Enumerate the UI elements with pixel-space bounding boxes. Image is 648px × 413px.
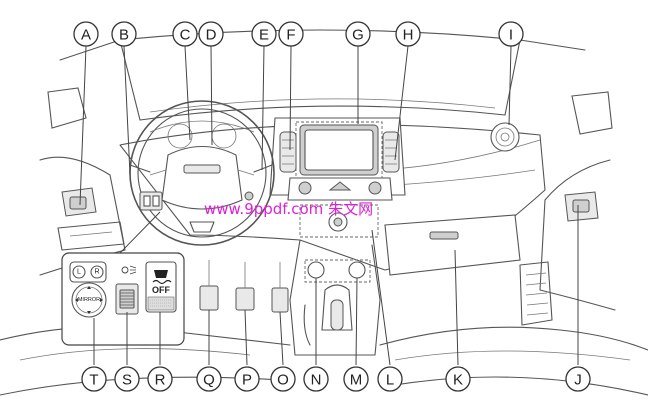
callout-b: B [111,21,137,47]
svg-text:C: C [180,27,191,44]
svg-text:A: A [81,27,91,44]
callout-i: I [498,21,524,47]
esp-off-icon: OFF [145,261,177,313]
svg-text:F: F [286,27,295,44]
callout-p: P [234,366,260,392]
mirror-switch-icon: L R MIRROR [69,261,107,318]
mirror-left-label: L [77,269,81,276]
svg-text:H: H [403,27,414,44]
callout-n: N [303,366,329,392]
callout-q: Q [196,366,222,392]
switch-inset: L R MIRROR OFF [61,211,185,346]
callout-s: S [114,366,140,392]
esp-off-label: OFF [152,285,170,295]
svg-text:R: R [155,372,166,389]
callout-d: D [198,21,224,47]
callout-e: E [251,21,277,47]
callouts-bottom: T S R Q P O N M L K J [81,366,591,392]
svg-text:Q: Q [203,372,215,389]
svg-text:E: E [259,27,269,44]
callout-m: M [343,366,369,392]
callout-l: L [377,366,403,392]
callouts-top: A B C D E F G H I [73,21,524,47]
svg-text:K: K [453,372,463,389]
callout-a: A [73,21,99,47]
mirror-right-label: R [94,269,99,276]
svg-text:L: L [386,372,394,389]
callout-k: K [445,366,471,392]
mirror-center-label: MIRROR [78,297,100,303]
svg-text:N: N [311,372,322,389]
callout-t: T [81,366,107,392]
callout-c: C [172,21,198,47]
svg-text:T: T [89,372,98,389]
svg-text:I: I [509,27,513,44]
svg-text:P: P [242,372,252,389]
watermark-text: www.9ppdf.com 朱文网 [204,200,373,218]
callout-h: H [395,21,421,47]
callout-j: J [565,366,591,392]
svg-text:J: J [574,372,582,389]
callout-f: F [278,21,304,47]
callout-o: O [270,366,296,392]
leader-lines [79,45,579,366]
svg-text:D: D [206,27,217,44]
callout-g: G [345,21,371,47]
svg-text:S: S [122,372,132,389]
svg-text:G: G [352,27,364,44]
svg-text:B: B [119,27,129,44]
svg-text:M: M [350,372,363,389]
svg-text:O: O [277,372,289,389]
interior-illustration [0,29,648,396]
callout-r: R [147,366,173,392]
